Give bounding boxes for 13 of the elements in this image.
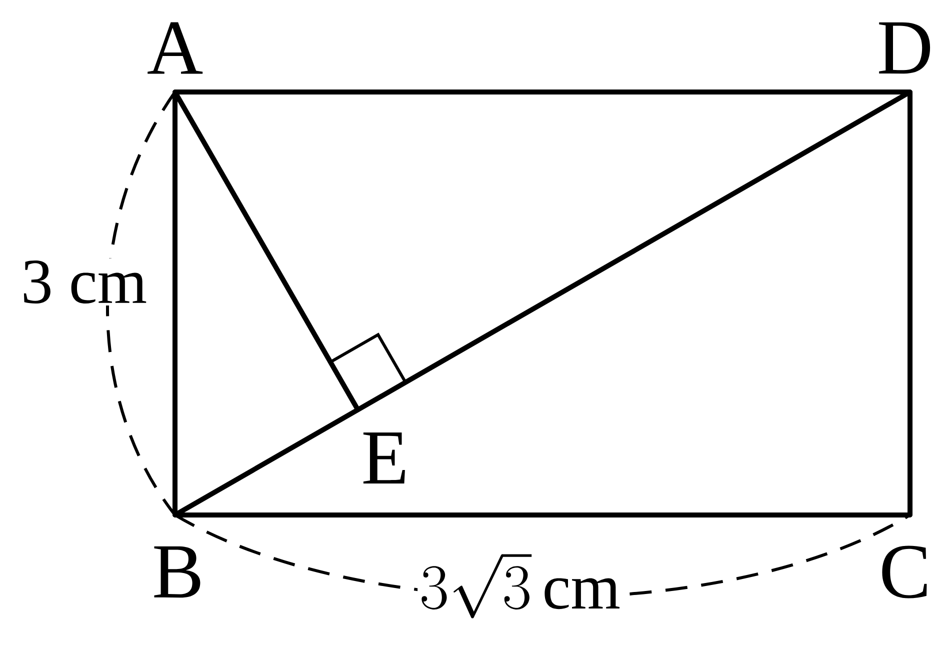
vertex-label: A: [148, 22, 203, 74]
vertex-label: B: [154, 546, 200, 598]
length-label: $3\sqrt{3}\,\mathrm{cm}$: [418, 550, 622, 620]
line-segment: [172, 90, 360, 412]
vertex-label: C: [882, 546, 927, 598]
line-segment: [172, 90, 178, 518]
length-label: 3 cm: [18, 258, 150, 306]
line-segment: [908, 90, 913, 518]
line-segment: [172, 512, 912, 518]
vertex-label: E: [363, 432, 405, 484]
line-segment: [172, 90, 912, 518]
line-segment: [172, 90, 912, 94]
vertex-label: D: [879, 22, 930, 74]
